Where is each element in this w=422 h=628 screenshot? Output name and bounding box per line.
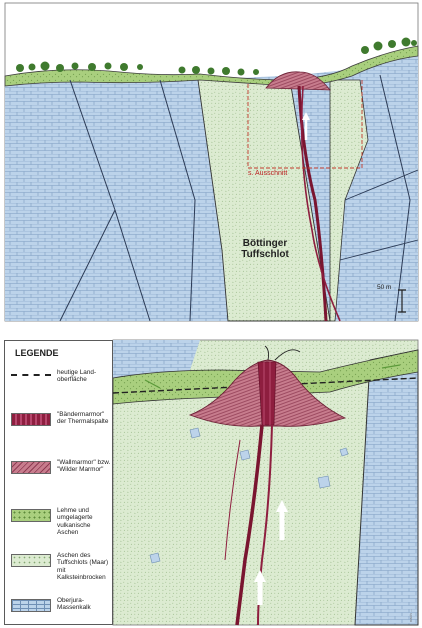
legend: LEGENDE heutige Land-oberfläche "Bänderm… bbox=[4, 340, 113, 625]
legend-swatch-wall-marble bbox=[11, 461, 51, 474]
legend-swatch-limestone bbox=[11, 599, 51, 612]
legend-label-soil: Lehme und umgelagerte vulkanische Aschen bbox=[57, 507, 113, 537]
top-panel bbox=[5, 3, 418, 321]
legend-swatch-band-marble bbox=[11, 413, 51, 426]
legend-label-surface: heutige Land-oberfläche bbox=[57, 369, 113, 384]
legend-label-limestone: Oberjura-Massenkalk bbox=[57, 597, 113, 612]
scale-label: 50 m bbox=[377, 284, 391, 291]
bottom-panel bbox=[113, 340, 418, 625]
chimney-title-line1: Böttinger bbox=[230, 238, 300, 249]
inset-label: s. Ausschnitt bbox=[248, 170, 287, 177]
legend-label-tuff: Aschen des Tuffschlots (Maar) mit Kalkst… bbox=[57, 552, 113, 582]
legend-swatch-surface bbox=[11, 374, 51, 376]
credit-text: nach ... bbox=[408, 609, 413, 622]
legend-swatch-tuff bbox=[11, 554, 51, 567]
legend-title: LEGENDE bbox=[15, 348, 59, 358]
legend-swatch-soil bbox=[11, 509, 51, 522]
chimney-title: Böttinger Tuffschlot bbox=[230, 238, 300, 260]
chimney-title-line2: Tuffschlot bbox=[230, 249, 300, 260]
legend-label-band-marble: "Bändermarmor" der Thermalspalte bbox=[57, 411, 113, 426]
legend-label-wall-marble: "Wallmarmor" bzw. "Wilder Marmor" bbox=[57, 459, 113, 474]
